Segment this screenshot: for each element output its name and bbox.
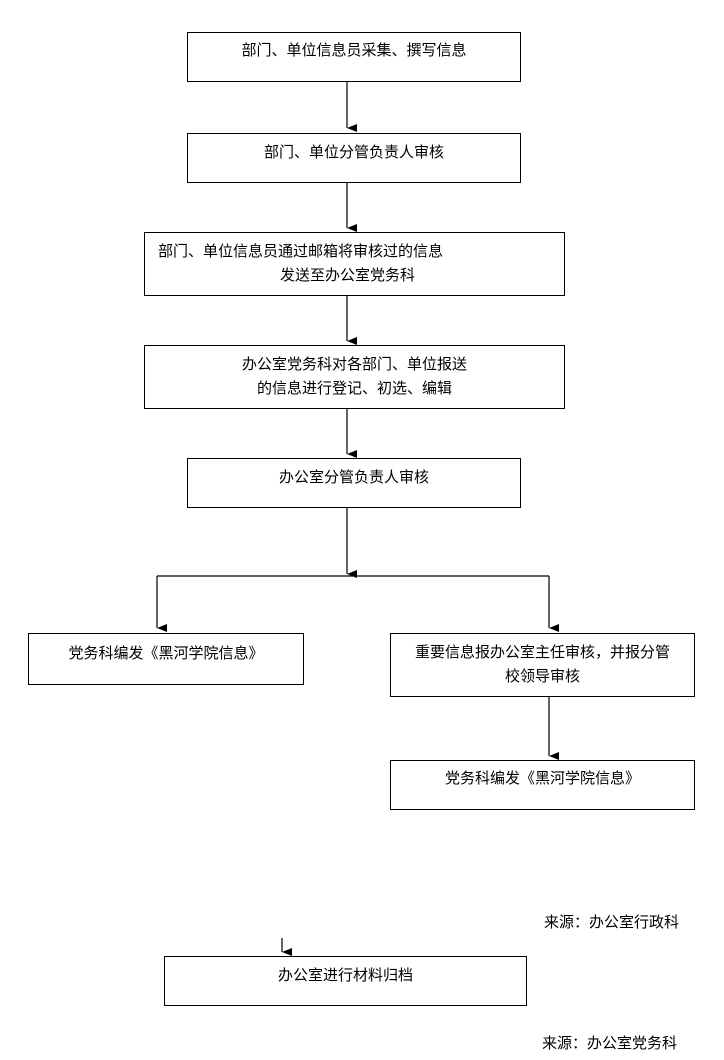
step4-text-line2: 的信息进行登记、初选、编辑 — [256, 379, 452, 397]
step1-text: 部门、单位信息员采集、撰写信息 — [241, 41, 467, 59]
archive-box: 办公室进行材料归档 — [164, 956, 527, 1006]
step4-box: 办公室党务科对各部门、单位报送 的信息进行登记、初选、编辑 — [144, 345, 565, 409]
source-note-party: 来源：办公室党务科 — [542, 1034, 678, 1052]
right-branch-text-line1: 重要信息报办公室主任审核，并报分管 — [414, 643, 670, 661]
step2-text: 部门、单位分管负责人审核 — [263, 143, 444, 161]
step4-text-line1: 办公室党务科对各部门、单位报送 — [241, 355, 467, 373]
right-branch-box: 重要信息报办公室主任审核，并报分管 校领导审核 — [390, 633, 695, 697]
step3-text-line1: 部门、单位信息员通过邮箱将审核过的信息 — [158, 242, 444, 260]
left-branch-text: 党务科编发《黑河学院信息》 — [68, 644, 264, 662]
right-final-box: 党务科编发《黑河学院信息》 — [390, 760, 695, 810]
step2-box: 部门、单位分管负责人审核 — [187, 133, 521, 183]
step3-text-line2: 发送至办公室党务科 — [280, 266, 416, 284]
archive-text: 办公室进行材料归档 — [277, 966, 413, 984]
step5-text: 办公室分管负责人审核 — [278, 468, 429, 486]
step5-box: 办公室分管负责人审核 — [187, 458, 521, 508]
source-note-admin: 来源：办公室行政科 — [544, 913, 680, 931]
step3-box: 部门、单位信息员通过邮箱将审核过的信息 发送至办公室党务科 — [144, 232, 565, 296]
step1-box: 部门、单位信息员采集、撰写信息 — [187, 32, 521, 82]
right-branch-text-line2: 校领导审核 — [504, 667, 580, 685]
left-branch-box: 党务科编发《黑河学院信息》 — [28, 633, 304, 685]
right-final-text: 党务科编发《黑河学院信息》 — [444, 769, 640, 787]
